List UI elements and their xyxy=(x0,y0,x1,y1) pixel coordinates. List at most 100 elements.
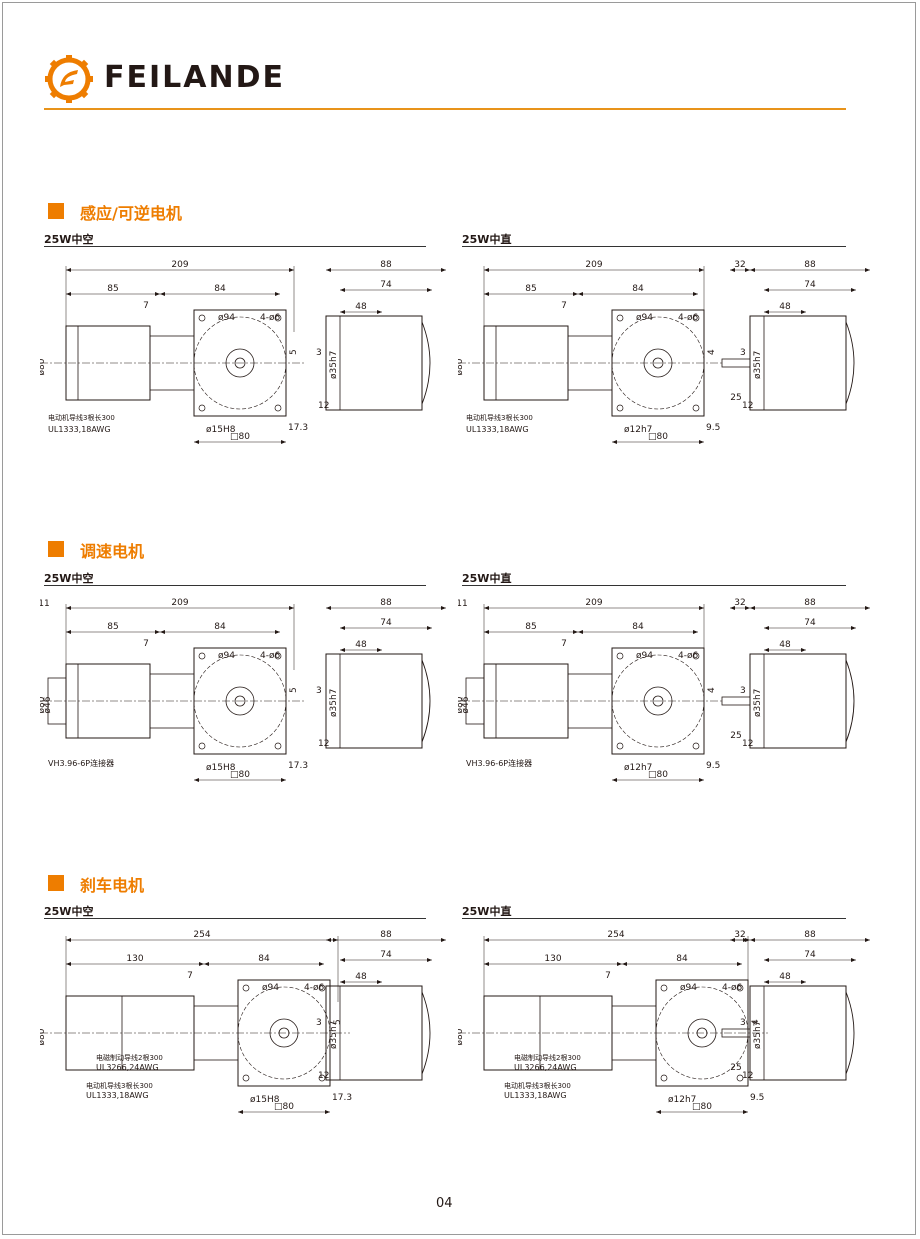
dim-w1: 84 xyxy=(676,954,688,964)
dim-key: 5 xyxy=(289,687,299,693)
dim-dia94: ø94 xyxy=(636,313,653,323)
dim-w2: 7 xyxy=(605,971,611,981)
note-connector: VH3.96-6P连接器 xyxy=(466,758,532,768)
dim-side-dia: ø35h7 xyxy=(753,351,763,379)
dim-head: 85 xyxy=(107,622,118,632)
dim-w2: 7 xyxy=(561,301,567,311)
note-motor-spec: UL1333,18AWG xyxy=(466,425,529,434)
dim-holes: 4-ø6 xyxy=(722,983,742,993)
dim-dia94: ø94 xyxy=(218,313,235,323)
note-motor-wire: 电动机导线3根长300 xyxy=(504,1081,571,1090)
dim-side-total: 88 xyxy=(804,260,816,270)
output-shaft xyxy=(721,358,751,368)
note-motor-wire: 电动机导线3根长300 xyxy=(86,1081,153,1090)
dim-side-b: 48 xyxy=(355,972,367,982)
note-brake-wire: 电磁制动导线2根300 xyxy=(514,1053,581,1062)
dim-side-total: 88 xyxy=(380,930,392,940)
dim-side-a: 74 xyxy=(804,280,816,290)
dim-tol: 9.5 xyxy=(706,761,720,771)
dim-side-d: 12 xyxy=(318,1071,329,1081)
dim-square: □80 xyxy=(648,770,668,780)
note-motor-wire: 电动机导线3根长300 xyxy=(466,413,533,422)
dim-holes: 4-ø6 xyxy=(678,651,698,661)
dim-side-a: 74 xyxy=(380,618,392,628)
side-view-body xyxy=(325,653,423,749)
dim-square: □80 xyxy=(230,770,250,780)
dim-holes: 4-ø6 xyxy=(260,313,280,323)
dim-side-d: 12 xyxy=(318,739,329,749)
dim-body-dia: ø80 xyxy=(40,696,47,713)
dim-body-dia: ø80 xyxy=(458,696,465,713)
dim-key: 5 xyxy=(289,349,299,355)
dim-side-b: 48 xyxy=(779,972,791,982)
subtitle-rule xyxy=(44,585,426,586)
dim-dia94: ø94 xyxy=(262,983,279,993)
dim-side-c: 3 xyxy=(316,348,322,358)
gear-f-logo-icon xyxy=(45,55,93,103)
dim-side-total: 88 xyxy=(804,930,816,940)
dim-key: 4 xyxy=(751,1019,761,1025)
dim-square: □80 xyxy=(648,432,668,442)
dim-side-e: 32 xyxy=(734,930,745,940)
dim-side-total: 88 xyxy=(380,260,392,270)
dim-side-b: 48 xyxy=(355,640,367,650)
subtitle-rule xyxy=(44,918,426,919)
dim-side-f: 25 xyxy=(730,1063,741,1073)
dim-w2: 7 xyxy=(561,639,567,649)
subtitle-hollow: 25W中空 xyxy=(44,905,94,918)
section-marker-icon xyxy=(48,541,64,557)
dim-side-dia: ø35h7 xyxy=(753,689,763,717)
dim-side-total: 88 xyxy=(804,598,816,608)
dim-key: 4 xyxy=(707,687,717,693)
dim-side-d: 12 xyxy=(742,739,753,749)
dim-w2: 7 xyxy=(143,639,149,649)
dim-length: 254 xyxy=(193,930,210,940)
dim-holes: 4-ø6 xyxy=(260,651,280,661)
dim-length: 209 xyxy=(171,598,188,608)
side-view-body xyxy=(749,653,847,749)
dim-pre: 11 xyxy=(40,599,50,609)
subtitle-rule xyxy=(462,585,846,586)
dim-w1: 84 xyxy=(632,284,644,294)
subtitle-rule xyxy=(44,246,426,247)
dim-shaft: ø15H8 xyxy=(206,763,236,773)
dim-head: 85 xyxy=(525,284,536,294)
section-marker-icon xyxy=(48,875,64,891)
page-number: 04 xyxy=(436,1196,453,1211)
dim-side-c: 3 xyxy=(316,686,322,696)
dim-side-dia: ø35h7 xyxy=(329,689,339,717)
dim-tol: 9.5 xyxy=(750,1093,764,1103)
dim-side-e: 32 xyxy=(734,260,745,270)
dim-key: 4 xyxy=(707,349,717,355)
dim-side-dia: ø35h7 xyxy=(329,1021,339,1049)
subtitle-rule xyxy=(462,246,846,247)
dim-body-dia: ø80 xyxy=(458,358,465,375)
note-brake-wire: 电磁制动导线2根300 xyxy=(96,1053,163,1062)
dim-length: 254 xyxy=(607,930,624,940)
brand-name: FEILANDE xyxy=(104,60,285,95)
side-view-body xyxy=(749,985,847,1081)
dim-pre: 11 xyxy=(458,599,468,609)
dim-side-c: 3 xyxy=(740,348,746,358)
dim-inner-dia: ø46 xyxy=(461,696,471,713)
dim-head: 85 xyxy=(525,622,536,632)
dim-w1: 84 xyxy=(632,622,644,632)
dim-head: 130 xyxy=(126,954,143,964)
dim-holes: 4-ø6 xyxy=(304,983,324,993)
dim-side-e: 32 xyxy=(734,598,745,608)
dim-square: □80 xyxy=(230,432,250,442)
dim-dia94: ø94 xyxy=(680,983,697,993)
dim-tol: 9.5 xyxy=(706,423,720,433)
dim-side-b: 48 xyxy=(779,640,791,650)
dim-length: 209 xyxy=(585,598,602,608)
